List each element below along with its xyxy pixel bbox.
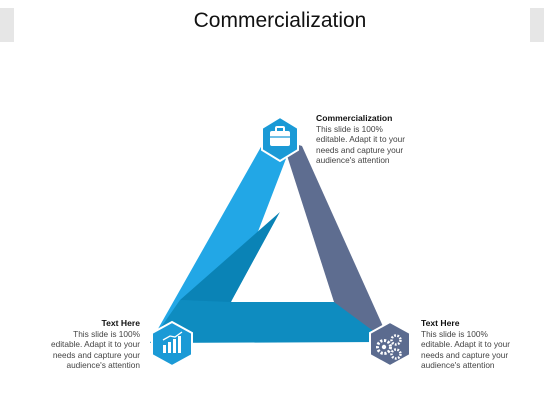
callout-bottom-left-line: audience's attention [66, 360, 140, 370]
top-node [261, 115, 299, 163]
callout-top-line: editable. Adapt it to your [316, 134, 406, 144]
bottom-left-node [151, 320, 193, 368]
callout-bottom-right: Text Here This slide is 100% editable. A… [421, 318, 531, 371]
callout-bottom-right-line: audience's attention [421, 360, 495, 370]
callout-bottom-right-line: This slide is 100% [421, 328, 488, 339]
slide-corner-left [0, 8, 14, 42]
callout-bottom-left: Text Here This slide is 100% editable. A… [28, 318, 140, 371]
callout-top-line: audience's attention [316, 155, 390, 165]
gears-icon [376, 334, 402, 360]
callout-bottom-left-line: editable. Adapt it to your [50, 339, 140, 349]
slide-title: Commercialization [193, 9, 367, 32]
briefcase-icon [270, 126, 290, 146]
callout-bottom-right-line: editable. Adapt it to your [421, 339, 511, 349]
triangle-bottom-arm [150, 300, 388, 343]
callout-top-heading: Commercialization [316, 113, 393, 123]
bar-chart-icon [162, 331, 183, 353]
triangle-left-arm [150, 138, 292, 343]
callout-bottom-right-line: needs and capture your [421, 349, 509, 360]
callout-bottom-left-heading: Text Here [101, 318, 140, 328]
triangle-inner-fold [180, 212, 280, 302]
callout-top: Commercialization This slide is 100% edi… [316, 113, 426, 166]
callout-top-line: needs and capture your [316, 144, 404, 155]
bottom-right-node [369, 320, 411, 368]
callout-top-line: This slide is 100% [316, 123, 383, 134]
slide-corner-right [530, 8, 544, 42]
callout-bottom-right-heading: Text Here [421, 318, 460, 328]
triangle-right-arm [282, 140, 390, 342]
callout-bottom-left-line: This slide is 100% [73, 328, 140, 339]
callout-bottom-left-line: needs and capture your [52, 349, 140, 360]
triangle-inner-hole [231, 212, 334, 302]
